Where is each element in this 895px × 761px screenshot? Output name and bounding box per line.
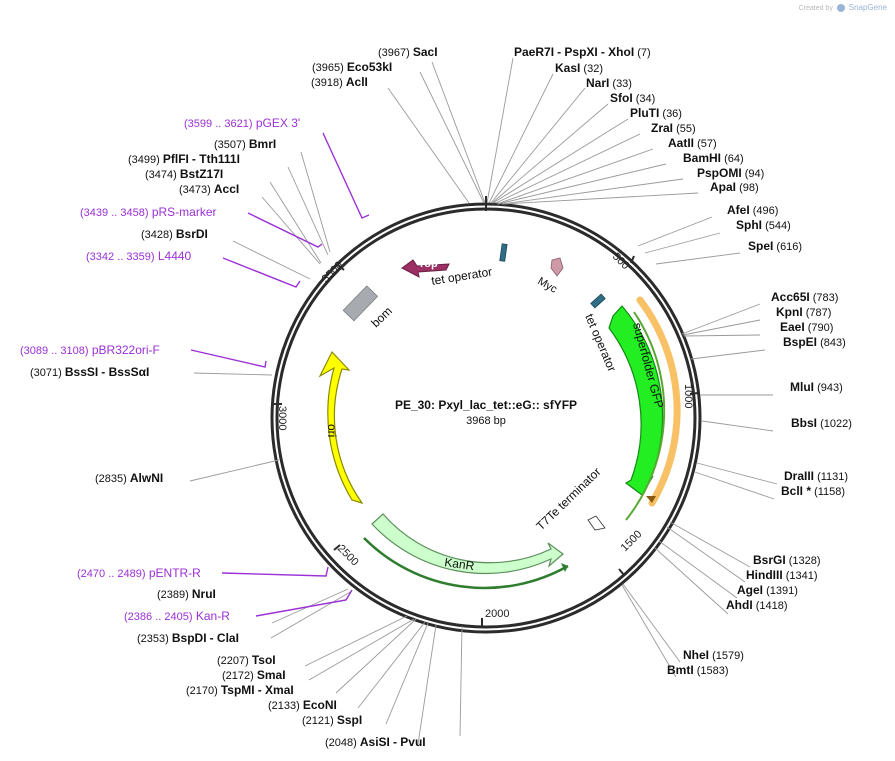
site-label-bstz17i[interactable]: (3474) BstZ17I: [145, 167, 223, 181]
site-label-pflfi[interactable]: (3499) PflFI - Tth111I: [128, 152, 240, 166]
site-label-bspei[interactable]: BspEI (843): [783, 335, 846, 349]
primer-connector-lines: [190, 132, 370, 617]
primer-label-l4440[interactable]: (3342 .. 3359) L4440: [86, 249, 192, 263]
primer-label-pbr322ori-f[interactable]: (3089 .. 3108) pBR322ori-F: [20, 343, 160, 357]
site-label-agei[interactable]: AgeI (1391): [737, 583, 798, 597]
site-label-ahdi[interactable]: AhdI (1418): [726, 598, 788, 612]
kanr-label: KanR: [444, 555, 476, 573]
site-label-econi[interactable]: (2133) EcoNI: [268, 698, 337, 712]
primer-arc-feature[interactable]: [636, 296, 681, 507]
site-label-pluti[interactable]: PluTI (36): [630, 106, 682, 120]
superfolder-gfp-feature[interactable]: [608, 305, 664, 496]
site-label-aatii[interactable]: AatII (57): [668, 136, 717, 150]
site-label-bbsi[interactable]: BbsI (1022): [791, 416, 852, 430]
tet-operator-1-feature[interactable]: [499, 243, 508, 262]
site-label-nari[interactable]: NarI (33): [586, 76, 632, 90]
site-label-acc65i[interactable]: Acc65I (783): [771, 290, 838, 304]
plasmid-length: 3968 bp: [466, 415, 506, 427]
site-label-mlui[interactable]: MluI (943): [790, 380, 843, 394]
site-label-sfoi[interactable]: SfoI (34): [610, 91, 655, 105]
snapgene-brand: SnapGene: [848, 3, 887, 12]
tick-label-1000: 1000: [682, 384, 694, 408]
sfgfp-guide-line: [625, 311, 666, 521]
kanr-feature[interactable]: [371, 513, 564, 575]
primer-labels: (3599 .. 3621) pGEX 3' (3439 .. 3458) pR…: [20, 116, 300, 623]
site-label-eco53ki[interactable]: (3965) Eco53kI: [312, 60, 392, 74]
tet-operator-2-feature[interactable]: [590, 293, 606, 309]
site-label-smai[interactable]: (2172) SmaI: [222, 668, 286, 682]
myc-label: Myc: [536, 275, 560, 296]
site-label-tspmi[interactable]: (2170) TspMI - XmaI: [186, 683, 294, 697]
site-label-apai[interactable]: ApaI (98): [710, 180, 759, 194]
site-label-eaei[interactable]: EaeI (790): [780, 320, 833, 334]
site-label-bmti[interactable]: BmtI (1583): [667, 663, 729, 677]
site-label-zrai[interactable]: ZraI (55): [651, 121, 696, 135]
tick-label-1500: 1500: [619, 528, 645, 554]
snapgene-logo-icon: [836, 3, 845, 12]
site-connector-lines: [189, 57, 778, 745]
site-label-draiii[interactable]: DraIII (1131): [784, 469, 848, 483]
ori-label: ori: [325, 424, 339, 437]
tick-label-2000: 2000: [485, 608, 509, 620]
position-ticks: [274, 196, 699, 626]
site-label-pspomi[interactable]: PspOMI (94): [697, 166, 764, 180]
site-label-bamhi[interactable]: BamHI (64): [683, 151, 744, 165]
kanr-primer-arrowhead: [561, 563, 568, 572]
rop-feature[interactable]: [401, 259, 450, 278]
tick-label-3500: 3500: [320, 259, 346, 285]
site-label-paer7i[interactable]: PaeR7I - PspXI - XhoI (7): [514, 45, 651, 59]
tick-label-3000: 3000: [276, 406, 288, 430]
kanr-primer-line: [363, 537, 569, 590]
site-label-bsrdi[interactable]: (3428) BsrDI: [141, 227, 208, 241]
site-label-bspdi[interactable]: (2353) BspDI - ClaI: [137, 631, 239, 645]
site-label-bcli[interactable]: BclI * (1158): [781, 484, 845, 498]
site-label-nrui[interactable]: (2389) NruI: [157, 587, 216, 601]
site-label-kpni[interactable]: KpnI (787): [776, 305, 831, 319]
plasmid-title: PE_30: Pxyl_lac_tet::eG:: sfYFP: [395, 398, 577, 412]
t7te-terminator-feature[interactable]: [587, 515, 606, 531]
created-by-credit: Created by SnapGene: [799, 3, 887, 13]
site-label-kasi[interactable]: KasI (32): [555, 61, 603, 75]
site-label-hindiii[interactable]: HindIII (1341): [746, 568, 818, 582]
site-labels: (3967) SacI (3965) Eco53kI (3918) AclI P…: [30, 45, 852, 749]
primer-label-prs-marker[interactable]: (3439 .. 3458) pRS-marker: [80, 205, 217, 219]
primer-label-pgex3[interactable]: (3599 .. 3621) pGEX 3': [184, 116, 300, 130]
site-label-afei[interactable]: AfeI (496): [727, 203, 778, 217]
site-label-asisi[interactable]: (2048) AsiSI - PvuI: [325, 735, 426, 749]
primer-label-pentr-r[interactable]: (2470 .. 2489) pENTR-R: [77, 566, 201, 580]
site-label-nhei[interactable]: NheI (1579): [683, 648, 744, 662]
site-label-sphi[interactable]: SphI (544): [736, 218, 791, 232]
bom-feature[interactable]: [342, 285, 379, 322]
site-label-saci[interactable]: (3967) SacI: [378, 45, 438, 59]
site-label-sspi[interactable]: (2121) SspI: [302, 713, 362, 727]
created-by-text: Created by: [798, 5, 833, 12]
bom-label: bom: [368, 304, 395, 330]
site-label-spei[interactable]: SpeI (616): [748, 239, 802, 253]
site-label-tsoi[interactable]: (2207) TsoI: [217, 653, 276, 667]
primer-arc-arrowhead: [646, 496, 656, 503]
site-label-acci[interactable]: (3473) AccI: [179, 182, 239, 196]
myc-feature[interactable]: [550, 257, 564, 277]
primer-label-kan-r[interactable]: (2386 .. 2405) Kan-R: [124, 609, 230, 623]
site-label-bsrgi[interactable]: BsrGI (1328): [753, 553, 821, 567]
site-label-alwni[interactable]: (2835) AlwNI: [95, 471, 163, 485]
ori-feature[interactable]: [318, 350, 364, 505]
site-label-bsssi[interactable]: (3071) BssSI - BssSαI: [30, 365, 149, 379]
site-label-bmri[interactable]: (3507) BmrI: [214, 137, 276, 151]
site-label-acli[interactable]: (3918) AclI: [311, 75, 368, 89]
rop-label: rop: [420, 258, 438, 270]
